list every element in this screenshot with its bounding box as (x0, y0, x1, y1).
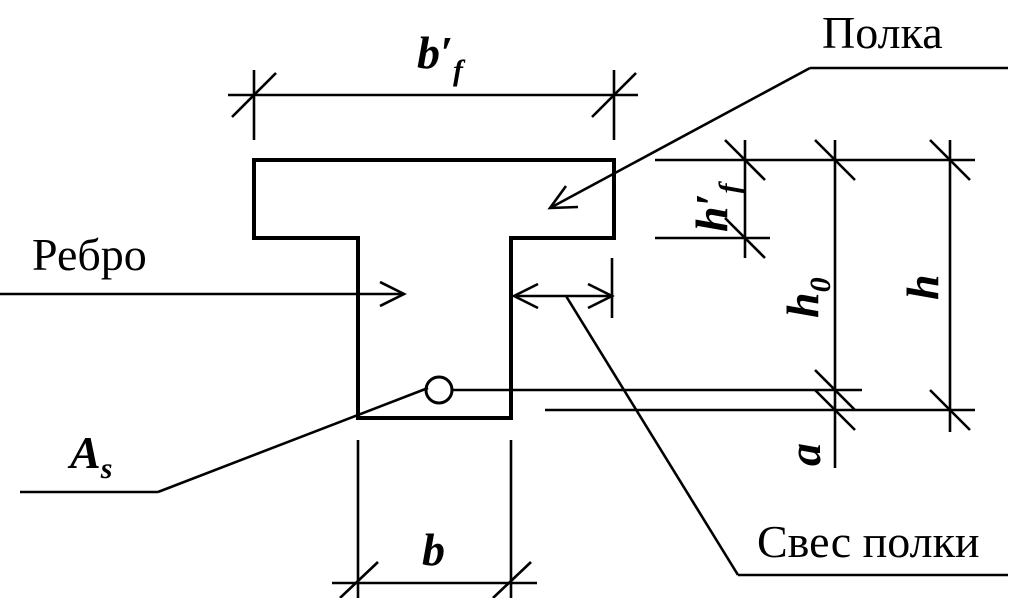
label-flange: Полка (822, 7, 943, 58)
hf-subscript: f (713, 180, 746, 193)
As-symbol: A (67, 427, 101, 478)
leader-overhang: Свес полки (564, 295, 1008, 577)
t-section-outline (252, 158, 616, 420)
label-rib: Ребро (32, 229, 147, 280)
dimension-bf: b′f (228, 27, 638, 140)
svg-text:b′f: b′f (417, 27, 466, 87)
leader-rib: Ребро (0, 229, 407, 308)
h0-subscript: 0 (804, 277, 837, 292)
dimension-right: h′f h0 a h (452, 139, 975, 468)
svg-text:h′f: h′f (686, 180, 746, 232)
leader-flange: Полка (547, 7, 1008, 210)
bf-subscript: f (453, 54, 466, 87)
b-symbol: b (422, 524, 445, 575)
hf-prime: ′ (686, 193, 737, 206)
bf-prime: ′ (440, 27, 453, 78)
reinforcement-bar (424, 375, 454, 405)
dimension-overhang (511, 258, 615, 318)
svg-text:h0: h0 (777, 277, 837, 318)
As-subscript: s (100, 452, 113, 485)
leader-As: As (20, 386, 429, 494)
svg-text:As: As (67, 427, 112, 485)
h-symbol: h (897, 274, 948, 300)
a-symbol: a (779, 443, 830, 466)
dimension-b: b (332, 440, 537, 598)
label-overhang: Свес полки (757, 516, 980, 567)
hf-symbol: h (686, 206, 737, 232)
h0-symbol: h (777, 292, 828, 318)
bf-symbol: b (417, 27, 440, 78)
